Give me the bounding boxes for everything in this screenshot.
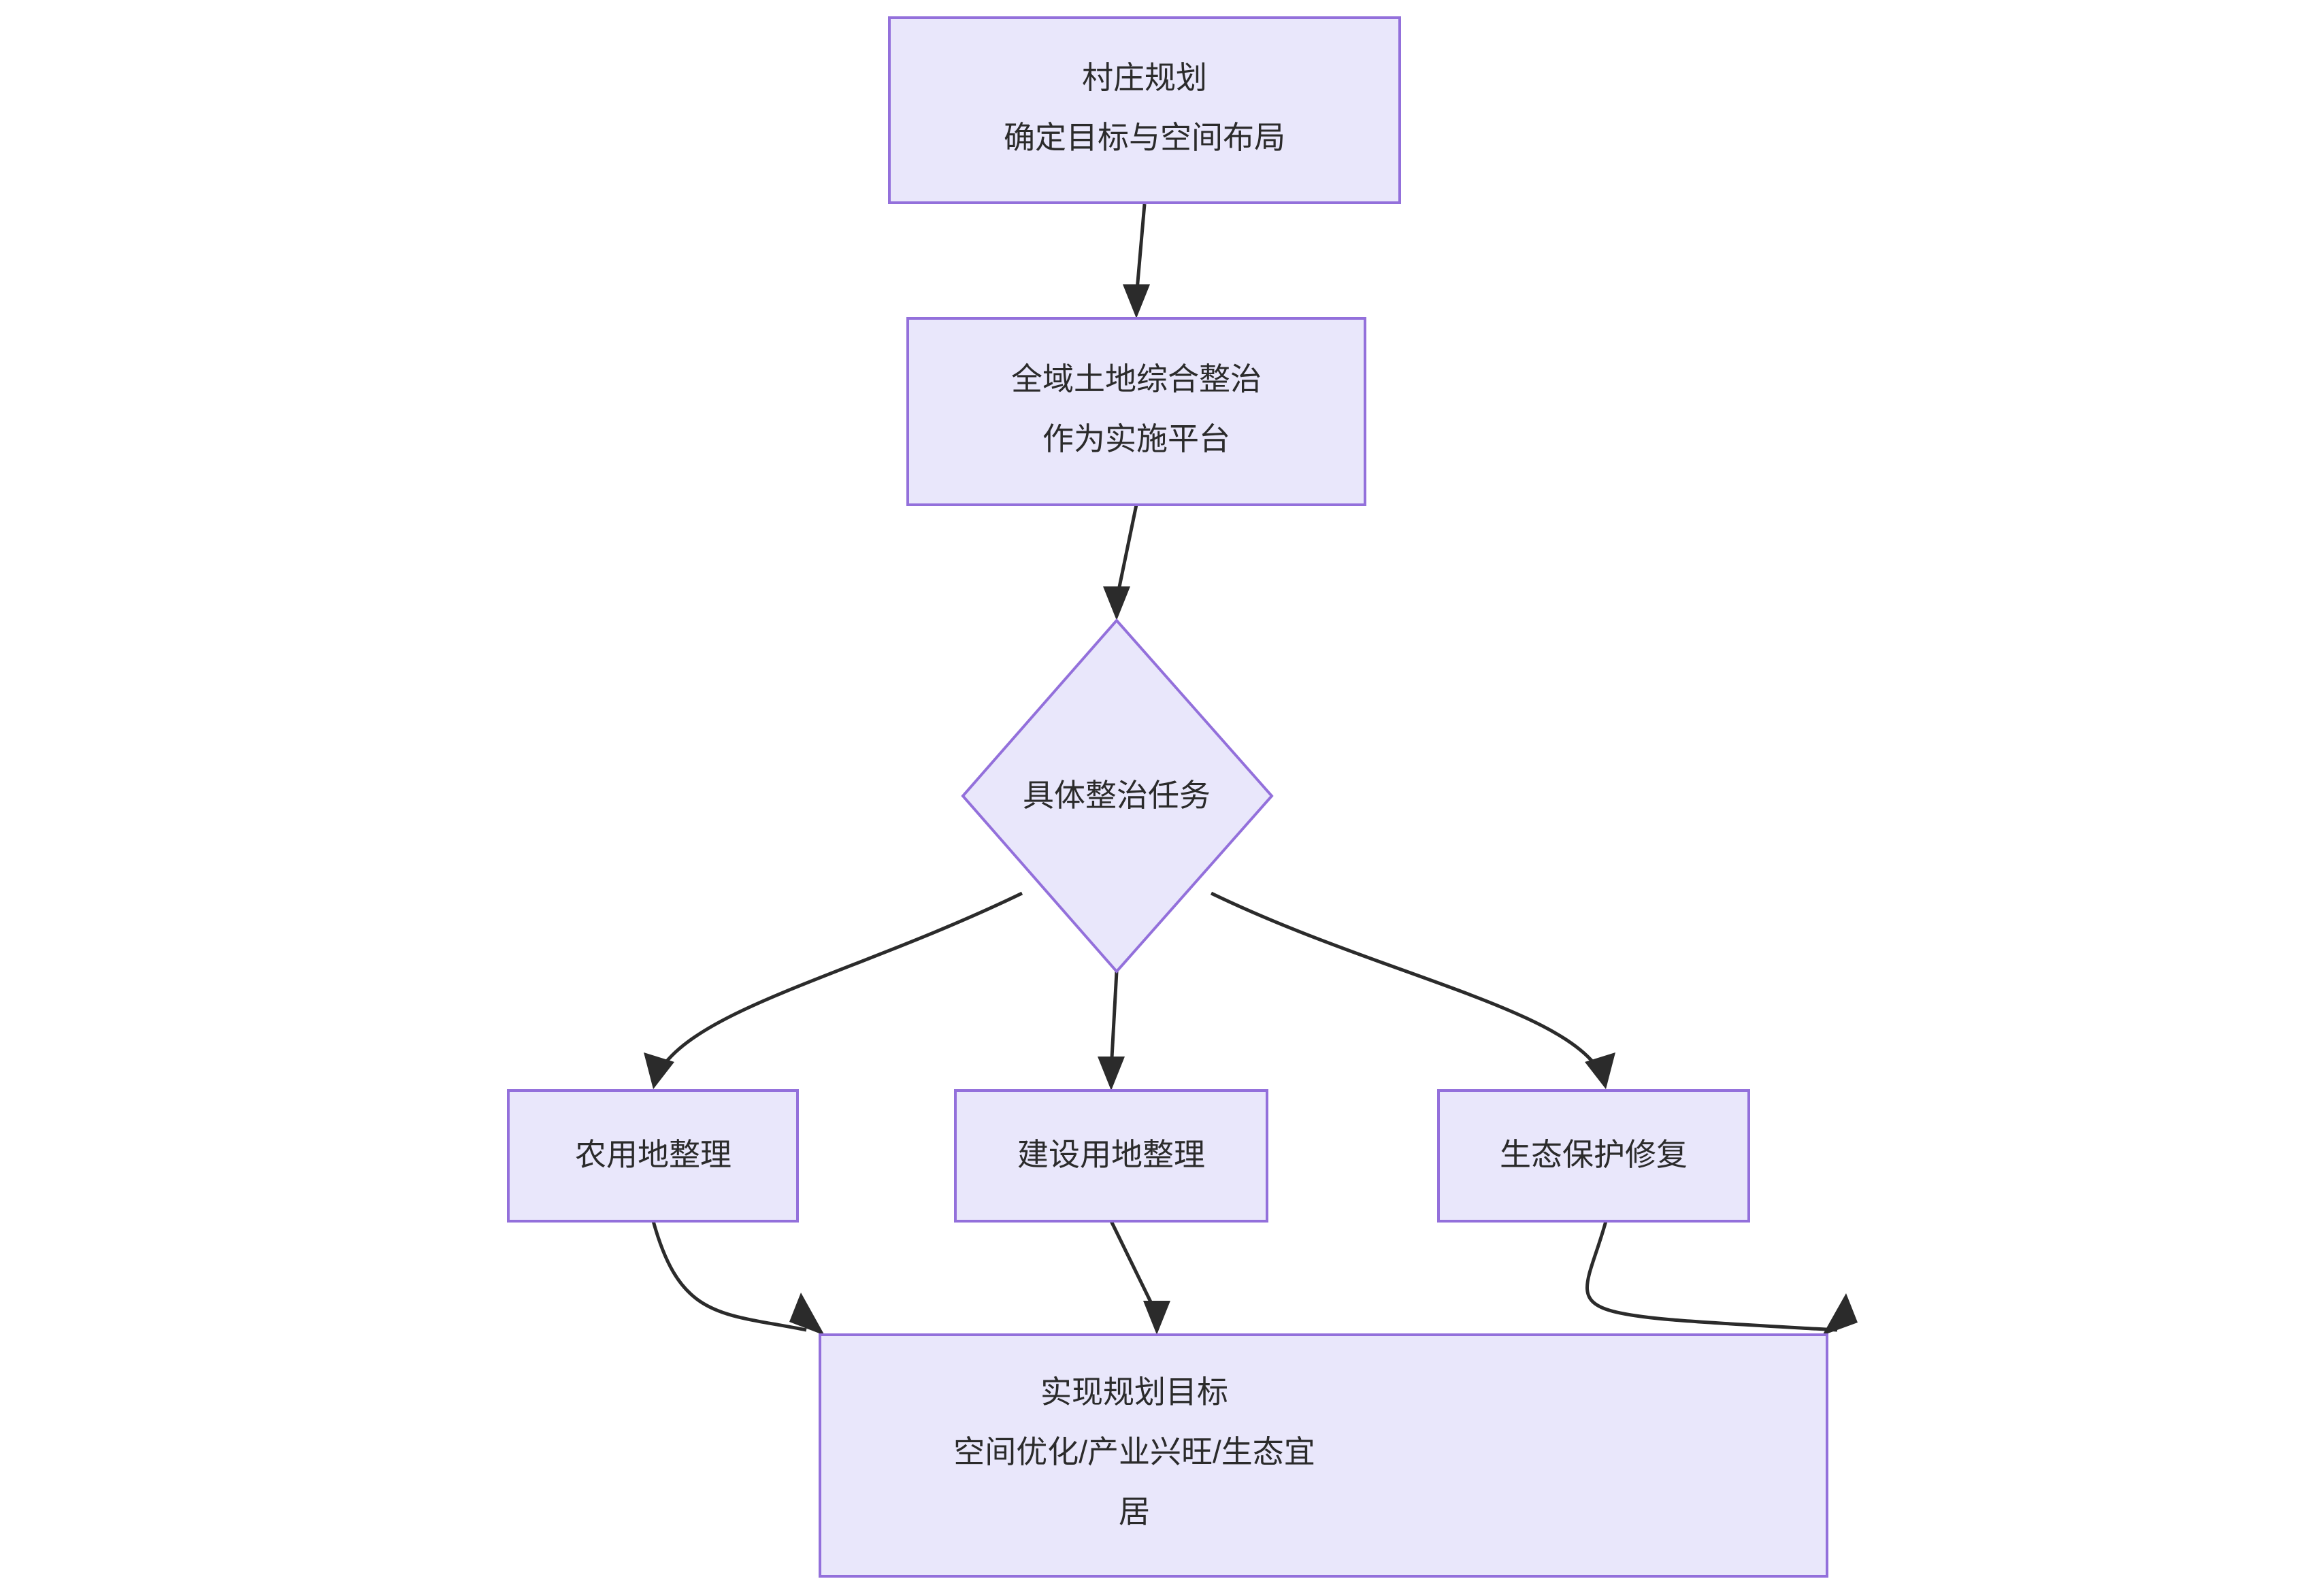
node-goal-line3: 居 xyxy=(1119,1494,1150,1529)
node-construction-land-line1: 建设用地整理 xyxy=(1017,1137,1205,1172)
node-farmland[interactable]: 农用地整理 xyxy=(507,1089,799,1223)
node-eco-restoration-shape[interactable] xyxy=(1437,1089,1750,1223)
node-village-plan-line1: 村庄规划 xyxy=(1082,60,1207,95)
node-land-consolidation[interactable]: 全域土地综合整治 作为实施平台 xyxy=(906,317,1366,506)
node-construction-land[interactable]: 建设用地整理 xyxy=(954,1089,1268,1223)
node-tasks-decision-shape[interactable] xyxy=(961,618,1274,974)
node-construction-land-shape[interactable] xyxy=(954,1089,1268,1223)
edge-layer xyxy=(644,203,1858,1335)
node-goal-line1: 实现规划目标 xyxy=(1040,1374,1228,1410)
node-land-consolidation-line1: 全域土地综合整治 xyxy=(1011,361,1262,397)
node-goal[interactable]: 实现规划目标 空间优化/产业兴旺/生态宜 居 xyxy=(819,1333,1828,1578)
edge-village-plan-to-land-consolidation xyxy=(1123,203,1150,318)
node-village-plan[interactable]: 村庄规划 确定目标与空间布局 xyxy=(888,16,1401,204)
edge-tasks-decision-to-eco-restoration xyxy=(1210,891,1615,1089)
node-farmland-shape[interactable] xyxy=(507,1089,799,1223)
node-eco-restoration-line1: 生态保护修复 xyxy=(1500,1137,1688,1172)
edge-tasks-decision-to-farmland xyxy=(644,891,1023,1089)
edge-land-consolidation-to-tasks-decision xyxy=(1103,504,1138,620)
node-goal-line2: 空间优化/产业兴旺/生态宜 xyxy=(953,1434,1315,1469)
edge-tasks-decision-to-construction-land xyxy=(1098,971,1125,1091)
node-tasks-decision[interactable]: 具体整治任务 xyxy=(961,618,1274,974)
node-layer: 村庄规划 确定目标与空间布局 全域土地综合整治 作为实施平台 具体整治任务 农用… xyxy=(507,16,1828,1578)
node-land-consolidation-shape[interactable] xyxy=(906,317,1366,506)
node-farmland-line1: 农用地整理 xyxy=(575,1137,731,1172)
node-village-plan-shape[interactable] xyxy=(888,16,1401,204)
edge-farmland-to-goal xyxy=(651,1220,825,1335)
node-eco-restoration[interactable]: 生态保护修复 xyxy=(1437,1089,1750,1223)
node-land-consolidation-line2: 作为实施平台 xyxy=(1042,421,1230,456)
node-village-plan-line2: 确定目标与空间布局 xyxy=(1004,120,1285,155)
edge-construction-land-to-goal xyxy=(1109,1220,1170,1335)
edge-eco-restoration-to-goal xyxy=(1585,1220,1858,1335)
node-goal-shape[interactable] xyxy=(819,1333,1828,1578)
node-tasks-decision-line1: 具体整治任务 xyxy=(1023,778,1211,813)
